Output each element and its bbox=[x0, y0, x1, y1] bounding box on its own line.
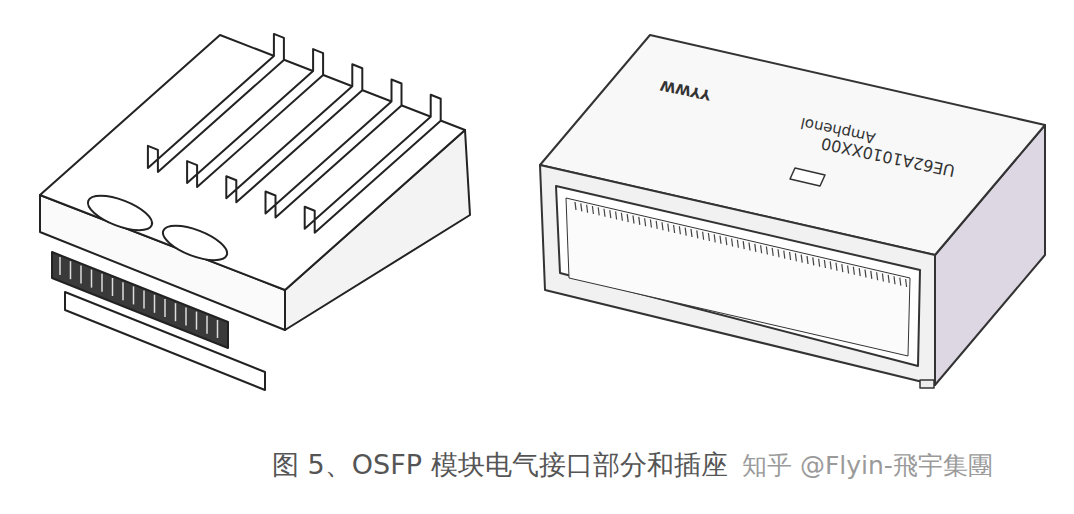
gold-finger bbox=[206, 316, 208, 334]
contact-pin bbox=[633, 216, 634, 224]
gold-finger bbox=[91, 270, 93, 288]
contact-pin bbox=[766, 247, 767, 255]
contact-pin bbox=[859, 268, 860, 276]
contact-pin bbox=[714, 234, 715, 242]
contact-pin bbox=[621, 213, 622, 221]
gold-finger bbox=[185, 307, 187, 325]
contact-pin bbox=[836, 263, 837, 271]
contact-pin bbox=[755, 244, 756, 252]
contact-pin bbox=[604, 209, 605, 217]
contact-pin bbox=[703, 232, 704, 240]
contact-pin bbox=[679, 226, 680, 234]
contact-pin bbox=[749, 243, 750, 251]
gold-finger bbox=[80, 265, 82, 283]
gold-finger bbox=[143, 291, 145, 309]
gold-finger bbox=[122, 282, 124, 300]
contact-pin bbox=[853, 267, 854, 275]
gold-finger bbox=[196, 312, 198, 330]
contact-pin bbox=[871, 271, 872, 279]
contact-pin bbox=[795, 253, 796, 261]
contact-pin bbox=[906, 279, 907, 287]
gold-finger bbox=[164, 299, 166, 317]
heatsink-fin bbox=[148, 34, 284, 172]
contact-pin bbox=[726, 237, 727, 245]
contact-pin bbox=[877, 272, 878, 280]
osfp-module bbox=[40, 34, 470, 390]
contact-pin bbox=[848, 265, 849, 273]
contact-pin bbox=[888, 275, 889, 283]
contact-pin bbox=[778, 249, 779, 257]
contact-pin bbox=[674, 225, 675, 233]
contact-pin bbox=[685, 228, 686, 236]
gold-finger bbox=[70, 261, 72, 279]
contact-pin bbox=[772, 248, 773, 256]
contact-pin bbox=[592, 206, 593, 214]
contact-pin bbox=[639, 217, 640, 225]
contact-pin bbox=[761, 245, 762, 253]
contact-pin bbox=[668, 224, 669, 232]
contact-pin bbox=[708, 233, 709, 241]
gold-finger bbox=[217, 320, 219, 338]
contact-pin bbox=[650, 220, 651, 228]
contact-pin bbox=[662, 222, 663, 230]
gold-finger bbox=[112, 278, 114, 296]
contact-pin bbox=[882, 274, 883, 282]
contact-pin bbox=[865, 270, 866, 278]
contact-pin bbox=[807, 256, 808, 264]
contact-pin bbox=[645, 218, 646, 226]
contact-pin bbox=[790, 252, 791, 260]
contact-pin bbox=[743, 241, 744, 249]
contact-pin bbox=[830, 261, 831, 269]
contact-pin bbox=[819, 259, 820, 267]
gold-finger bbox=[175, 303, 177, 321]
figure-caption: 图 5、OSFP 模块电气接口部分和插座 bbox=[272, 450, 728, 480]
gold-finger bbox=[101, 274, 103, 292]
contact-pin bbox=[587, 205, 588, 213]
gold-finger bbox=[59, 257, 61, 275]
watermark: 知乎 @Flyin-飛宇集團 bbox=[742, 452, 993, 480]
contact-pin bbox=[627, 214, 628, 222]
contact-pin bbox=[575, 202, 576, 210]
amphenol-receptacle bbox=[540, 35, 1045, 388]
contact-pin bbox=[801, 255, 802, 263]
contact-pin bbox=[842, 264, 843, 272]
contact-pin bbox=[824, 260, 825, 268]
gold-finger bbox=[154, 295, 156, 313]
contact-pin bbox=[697, 230, 698, 238]
contact-pin bbox=[737, 240, 738, 248]
gold-finger bbox=[133, 286, 135, 304]
contact-pin bbox=[598, 207, 599, 215]
contact-pin bbox=[813, 257, 814, 265]
contact-pin bbox=[610, 210, 611, 218]
contact-pin bbox=[784, 251, 785, 259]
contact-pin bbox=[581, 203, 582, 211]
contact-pin bbox=[656, 221, 657, 229]
contact-pin bbox=[691, 229, 692, 237]
contact-pin bbox=[900, 278, 901, 286]
contact-pin bbox=[732, 238, 733, 246]
contact-pin bbox=[894, 276, 895, 284]
contact-pin bbox=[616, 211, 617, 219]
contact-pin bbox=[720, 236, 721, 244]
